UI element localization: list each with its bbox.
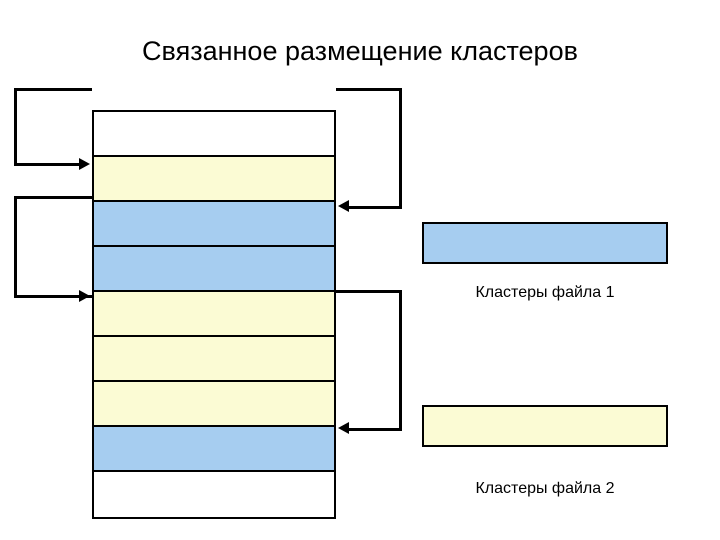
cluster-cell-6 [94,337,334,382]
connector-left-top-vertical [14,88,17,166]
cluster-cell-4 [94,247,334,292]
connector-left-top-arm [14,163,80,166]
cluster-cell-9 [94,472,334,517]
cluster-cell-3 [94,202,334,247]
connector-left-mid-top [14,196,92,199]
legend-swatch-file1 [422,222,668,264]
arrow-left-icon-1 [338,200,349,212]
arrow-left-icon-2 [338,422,349,434]
connector-right-bottom-horizontal [336,290,402,293]
page-title: Связанное размещение кластеров [142,36,578,66]
legend-label-file2: Кластеры файла 2 [475,480,615,497]
legend-label-file1: Кластеры файла 1 [475,284,615,301]
cluster-column [92,110,336,519]
connector-left-top-horizontal [14,88,92,91]
connector-right-top-horizontal [336,88,402,91]
connector-right-bottom-vertical [399,290,402,431]
cluster-cell-5 [94,292,334,337]
cluster-cell-2 [94,157,334,202]
connector-right-bottom-arm [349,428,402,431]
connector-right-top-vertical [399,88,402,208]
cluster-cell-7 [94,382,334,427]
connector-right-top-arm [349,206,402,209]
connector-left-mid-bottom [14,295,92,298]
legend-swatch-file2 [422,405,668,447]
cluster-cell-1 [94,112,334,157]
cluster-cell-8 [94,427,334,472]
connector-left-mid-vertical [14,196,17,298]
arrow-right-icon-1 [79,158,90,170]
